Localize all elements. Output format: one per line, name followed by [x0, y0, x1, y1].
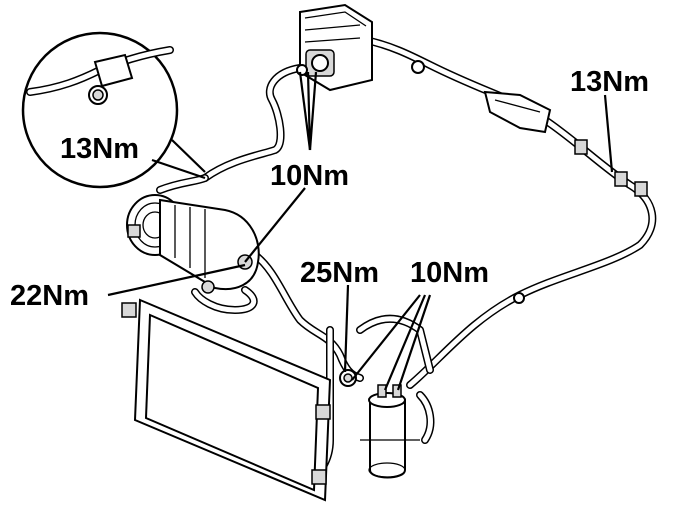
torque-label-top-right: 13Nm — [570, 66, 649, 98]
torque-label-compressor: 22Nm — [10, 280, 89, 312]
leader-lines — [107, 71, 614, 391]
detail-callout — [21, 31, 206, 189]
torque-label-middle: 25Nm — [300, 257, 379, 289]
evaporator-unit — [296, 3, 373, 92]
pressure-switch — [411, 60, 648, 304]
condenser — [121, 298, 332, 502]
compressor — [126, 194, 260, 294]
receiver-drier — [339, 369, 420, 479]
torque-label-receiver-drier: 10Nm — [410, 257, 489, 289]
torque-label-center-top: 10Nm — [270, 160, 349, 192]
torque-label-detail: 13Nm — [60, 133, 139, 165]
